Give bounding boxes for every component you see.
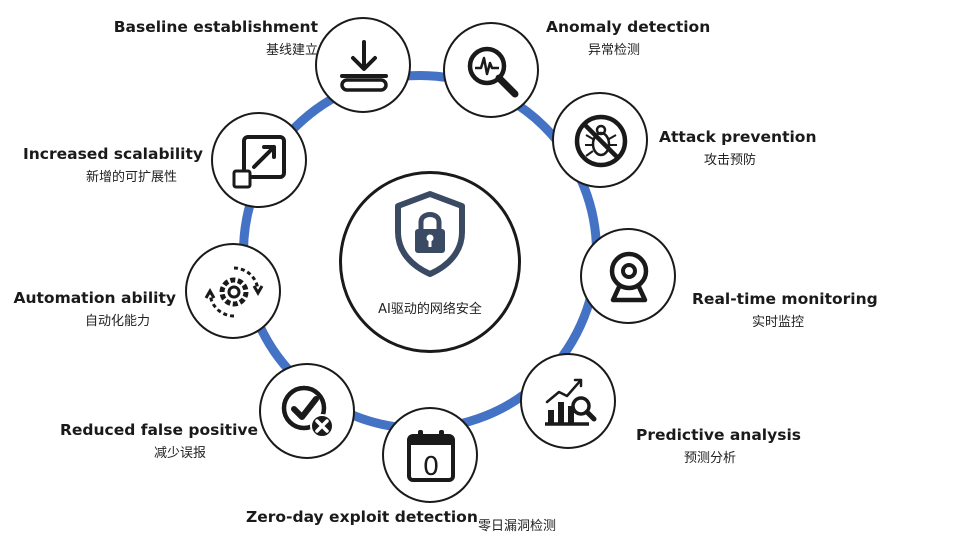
node-title-zh: 减少误报 (153, 446, 206, 461)
node-predictive-analysis (520, 353, 616, 449)
node-title-zh: 基线建立 (265, 43, 318, 58)
node-title-en: Predictive analysis (636, 426, 801, 444)
calendar-zero-icon: 0 (407, 430, 455, 482)
node-title-zh: 实时监控 (752, 315, 805, 330)
node-automation-ability (185, 243, 281, 339)
label-attack-prevention: Attack prevention 攻击预防 (659, 128, 816, 168)
node-title-en: Baseline establishment (113, 18, 318, 36)
node-real-time-monitoring (580, 228, 676, 324)
label-anomaly-detection: Anomaly detection 异常检测 (546, 18, 710, 58)
node-baseline-establishment (315, 17, 411, 113)
node-title-zh: 零日漏洞检测 (478, 519, 557, 534)
node-title-zh: 异常检测 (588, 43, 641, 58)
node-zero-day-exploit-detection: 0 (382, 407, 478, 503)
node-title-zh: 自动化能力 (84, 314, 150, 329)
node-title-en: Real-time monitoring (692, 290, 878, 308)
node-reduced-false-positive (259, 363, 355, 459)
no-bug-icon (574, 114, 628, 168)
label-predictive-analysis: Predictive analysis 预测分析 (636, 426, 801, 466)
bar-chart-magnifier-icon (545, 378, 597, 426)
node-title-en: Increased scalability (22, 145, 203, 163)
node-increased-scalability (211, 112, 307, 208)
node-title-en: Automation ability (13, 289, 176, 307)
node-attack-prevention (552, 92, 648, 188)
center-title: AI驱动的网络安全 (378, 302, 482, 317)
node-title-zh: 新增的可扩展性 (85, 170, 177, 185)
node-anomaly-detection (443, 22, 539, 118)
label-zero-day-exploit-detection-zh: 零日漏洞检测 (478, 512, 556, 534)
node-title-en: Zero-day exploit detection (246, 508, 478, 526)
webcam-icon (609, 251, 649, 303)
node-title-en: Reduced false positive (59, 421, 258, 439)
node-title-en: Anomaly detection (546, 18, 711, 36)
magnifier-pulse-icon (467, 46, 519, 98)
node-title-zh: 攻击预防 (704, 153, 757, 168)
node-title-zh: 预测分析 (684, 451, 737, 466)
label-reduced-false-positive: Reduced false positive 减少误报 (60, 421, 258, 461)
label-zero-day-exploit-detection-en: Zero-day exploit detection (246, 508, 478, 526)
expand-arrow-icon (232, 135, 286, 189)
shield-lock-icon (395, 191, 465, 277)
check-x-badge-icon (281, 385, 334, 438)
label-automation-ability: Automation ability 自动化能力 (13, 289, 176, 329)
label-increased-scalability: Increased scalability 新增的可扩展性 (23, 145, 203, 185)
calendar-day-number: 0 (423, 452, 440, 482)
gear-cycle-icon (204, 266, 264, 318)
node-title-en: Attack prevention (659, 128, 817, 146)
center-hub: AI驱动的网络安全 (339, 171, 521, 353)
label-baseline-establishment: Baseline establishment 基线建立 (114, 18, 318, 58)
label-real-time-monitoring: Real-time monitoring 实时监控 (692, 290, 878, 330)
download-tray-icon (340, 40, 388, 92)
